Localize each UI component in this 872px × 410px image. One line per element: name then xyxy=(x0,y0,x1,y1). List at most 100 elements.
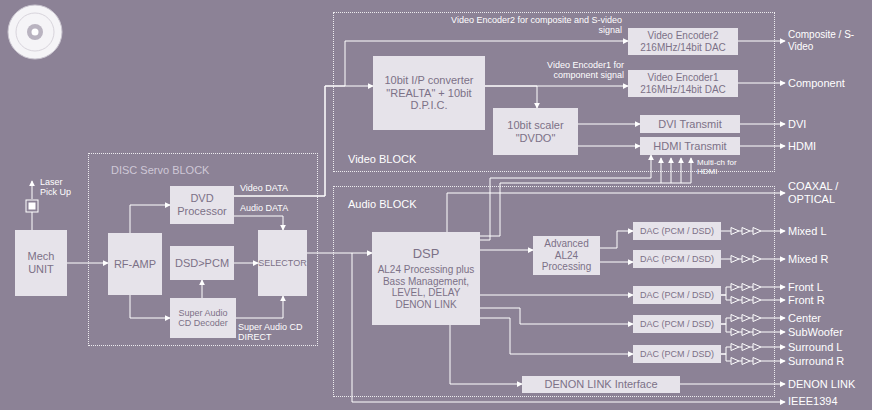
output-wire xyxy=(721,347,731,354)
process-box: DVD Processor xyxy=(170,186,234,224)
signal-label: Multi-ch for HDMI xyxy=(697,158,739,176)
process-box: DSD>PCM xyxy=(170,246,234,280)
connector xyxy=(600,262,633,263)
output-wire xyxy=(721,231,731,232)
box-text: Super Audio CD Decoder xyxy=(173,308,233,329)
box-text: 10bit I/P converter "REALTA" + 10bit D.P… xyxy=(376,74,482,112)
process-box: DAC (PCM / DSD) xyxy=(633,345,721,363)
output-wire xyxy=(721,259,731,260)
process-box: RF-AMP xyxy=(108,233,162,295)
process-box: Video Encoder2 216MHz/14bit DAC xyxy=(628,28,738,55)
output-wire xyxy=(761,361,785,362)
signal-label: Mixed R xyxy=(788,253,868,266)
region-label: Video BLOCK xyxy=(348,153,416,165)
output-wire xyxy=(721,354,731,361)
process-box: DENON LINK Interface xyxy=(522,376,680,393)
block-region: Audio BLOCK DSP AL24 Processing plus Bass … xyxy=(333,186,775,397)
signal-label: DVI xyxy=(788,118,868,131)
buffer-symbol xyxy=(753,228,761,235)
process-box: DSP AL24 Processing plus Bass Management,… xyxy=(372,232,480,325)
process-box: DAC (PCM / DSD) xyxy=(633,286,721,304)
buffer-symbol xyxy=(742,344,750,351)
process-box: Advanced AL24 Processing xyxy=(533,236,600,275)
block-region: DISC Servo BLOCKRF-AMPDVD ProcessorDSD>P… xyxy=(88,153,318,346)
signal-label: Laser Pick Up xyxy=(40,177,82,198)
signal-label: Front L xyxy=(788,281,868,294)
signal-label: HDMI xyxy=(788,140,868,153)
output-wire xyxy=(761,332,785,333)
buffer-symbol xyxy=(742,228,750,235)
connector xyxy=(202,280,203,298)
process-box: Video Encoder1 216MHz/14bit DAC xyxy=(628,70,738,97)
box-body-text: AL24 Processing plus Bass Management, LE… xyxy=(375,264,477,310)
box-text: Video Encoder2 216MHz/14bit DAC xyxy=(631,30,735,53)
edge-label: Video Encoder2 for composite and S-video… xyxy=(430,15,622,36)
signal-wires xyxy=(352,41,785,402)
process-box: DAC (PCM / DSD) xyxy=(633,222,721,240)
connector xyxy=(578,146,640,147)
buffer-symbol xyxy=(731,284,739,291)
connector xyxy=(234,263,258,264)
output-wire xyxy=(721,318,731,324)
box-text: DAC (PCM / DSD) xyxy=(640,290,714,300)
buffer-symbol xyxy=(731,256,739,263)
box-text: DSD>PCM xyxy=(175,257,229,270)
laser-pickup xyxy=(26,181,38,230)
output-wire xyxy=(761,231,785,232)
connector xyxy=(485,86,537,108)
buffer-symbol xyxy=(753,329,761,336)
box-text: RF-AMP xyxy=(114,258,156,271)
connector xyxy=(480,308,633,324)
box-text: DVD Processor xyxy=(173,192,231,217)
signal-label: Surround R xyxy=(788,355,868,368)
output-wire xyxy=(761,287,785,288)
process-box: HDMI Transmit xyxy=(640,137,740,155)
buffer-symbol xyxy=(742,315,750,322)
edge-label: Video Encoder1 for component signal xyxy=(540,60,624,81)
box-text: DAC (PCM / DSD) xyxy=(640,349,714,359)
buffer-symbol xyxy=(753,284,761,291)
signal-label: DENON LINK xyxy=(788,378,868,391)
signal-label: Mixed L xyxy=(788,225,868,238)
output-wire xyxy=(721,295,731,300)
buffer-symbol xyxy=(731,358,739,365)
box-text: Video Encoder1 216MHz/14bit DAC xyxy=(631,72,735,95)
process-box: SELECTOR xyxy=(258,230,307,296)
connector xyxy=(234,86,373,196)
edge-label: Video DATA xyxy=(240,183,310,193)
process-box: DVI Transmit xyxy=(640,115,740,133)
box-text: DAC (PCM / DSD) xyxy=(640,319,714,329)
connector xyxy=(130,205,170,233)
buffer-symbol xyxy=(742,256,750,263)
output-wire xyxy=(761,300,785,301)
output-wire xyxy=(761,259,785,260)
connector xyxy=(480,295,633,296)
connector xyxy=(236,296,283,318)
connector xyxy=(480,318,633,354)
connector xyxy=(234,41,628,196)
buffer-symbol xyxy=(753,297,761,304)
signal-label: Front R xyxy=(788,294,868,307)
connector xyxy=(130,295,170,318)
buffer-symbol xyxy=(731,228,739,235)
signal-label: COAXAL / OPTICAL xyxy=(788,180,860,205)
edge-label: Super Audio CD DIRECT xyxy=(238,322,310,343)
box-text: DAC (PCM / DSD) xyxy=(640,254,714,264)
buffer-symbol xyxy=(742,358,750,365)
box-text: DSP xyxy=(413,247,440,262)
process-box: DAC (PCM / DSD) xyxy=(633,315,721,333)
connector xyxy=(234,216,283,230)
signal-label: Component xyxy=(788,77,868,90)
connector xyxy=(450,325,522,384)
edge-label: Audio DATA xyxy=(240,203,300,213)
buffer-symbol xyxy=(742,329,750,336)
output-wire xyxy=(761,318,785,319)
process-box: Mech UNIT xyxy=(15,230,67,296)
buffer-symbol xyxy=(731,315,739,322)
buffer-symbol xyxy=(731,344,739,351)
connector xyxy=(480,155,651,240)
region-label: Audio BLOCK xyxy=(348,198,416,210)
buffer-symbol xyxy=(731,329,739,336)
